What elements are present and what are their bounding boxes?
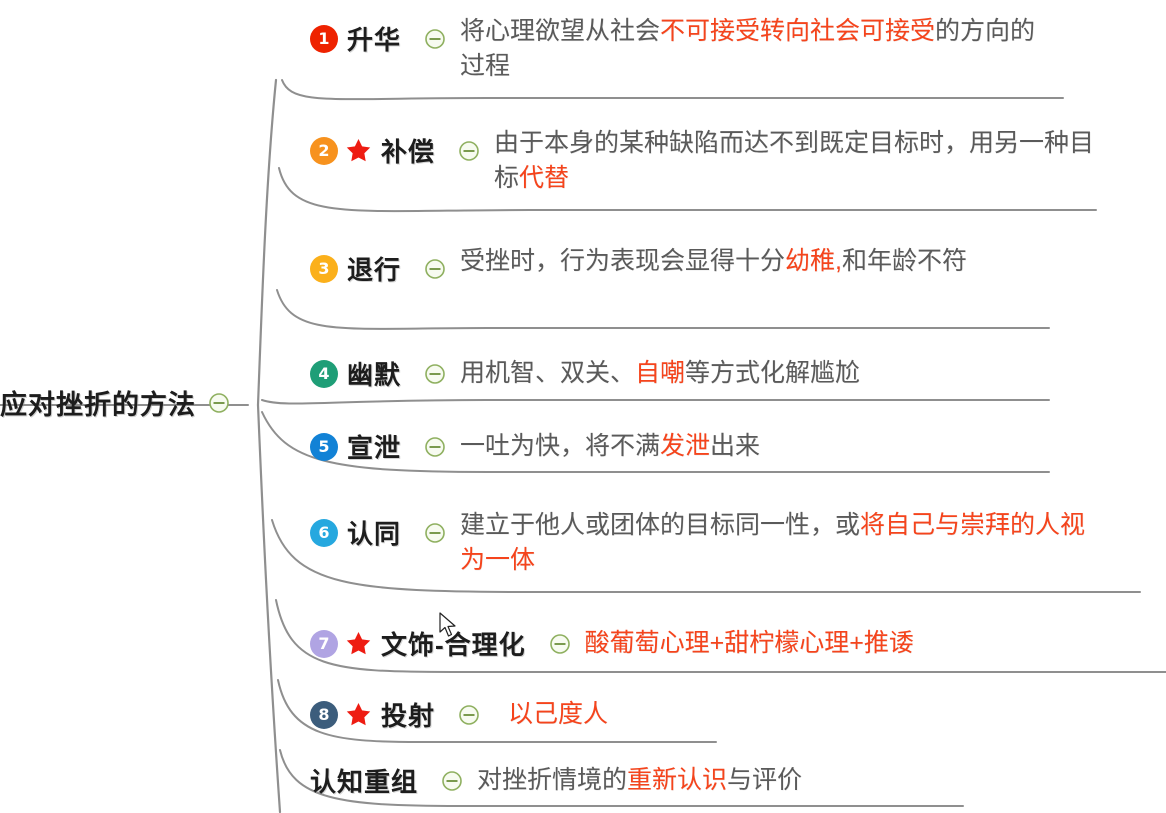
branch-node-2[interactable]: 2 补偿 由于本身的某种缺陷而达不到既定目标时，用另一种目标代替	[310, 126, 1114, 195]
node-title: 文饰-合理化	[381, 630, 526, 660]
star-icon	[345, 701, 372, 728]
desc-part-highlight: 代替	[519, 163, 570, 192]
desc-part: 对挫折情境的	[477, 766, 628, 795]
node-title: 退行	[347, 255, 402, 285]
number-badge: 7	[310, 629, 338, 658]
number-badge: 2	[310, 136, 338, 165]
number-badge: 8	[310, 700, 338, 729]
desc-part-highlight: 不可接受转向社会可接受	[660, 17, 936, 45]
branch-node-8[interactable]: 8 投射 以己度人	[310, 696, 608, 733]
minus-circle-icon[interactable]	[424, 436, 446, 458]
minus-circle-icon[interactable]	[208, 392, 230, 414]
node-title: 升华	[347, 25, 402, 55]
desc-part-highlight: 发泄	[660, 432, 711, 461]
node-description: 受挫时，行为表现会显得十分幼稚,和年龄不符	[460, 244, 1020, 279]
minus-circle-icon[interactable]	[424, 522, 446, 544]
minus-circle-icon[interactable]	[424, 258, 446, 280]
desc-part: 与评价	[727, 766, 803, 795]
number-badge: 3	[310, 254, 338, 283]
desc-part: 建立于他人或团体的目标同一性，或	[460, 511, 861, 539]
star-icon	[345, 630, 372, 657]
branch-node-1[interactable]: 1 升华 将心理欲望从社会不可接受转向社会可接受的方向的过程	[310, 14, 1040, 83]
minus-circle-icon[interactable]	[441, 770, 463, 792]
desc-part: 出来	[710, 432, 761, 461]
star-icon	[345, 137, 372, 164]
root-node-label: 应对挫折的方法	[0, 390, 196, 420]
number-badge: 5	[310, 432, 338, 461]
minus-circle-icon[interactable]	[549, 633, 571, 655]
desc-part: 受挫时，行为表现会显得十分	[460, 247, 786, 275]
node-description: 酸葡萄心理+甜柠檬心理+推诿	[584, 629, 914, 658]
branch-node-7[interactable]: 7 文饰-合理化 酸葡萄心理+甜柠檬心理+推诿	[310, 625, 914, 662]
node-description: 对挫折情境的重新认识与评价	[477, 763, 802, 798]
desc-part: 由于本身的某种缺陷而达不到既定目标时，用另一种目标	[494, 129, 1095, 192]
node-title: 认知重组	[310, 767, 419, 797]
root-node[interactable]: 应对挫折的方法	[0, 383, 230, 422]
node-description: 一吐为快，将不满发泄出来	[460, 429, 1120, 464]
node-title: 认同	[347, 519, 402, 549]
minus-circle-icon[interactable]	[458, 704, 480, 726]
desc-part-highlight: 重新认识	[627, 766, 728, 795]
number-badge: 6	[310, 518, 338, 547]
desc-part-highlight: 将自己与崇拜的人视为一体	[460, 511, 1086, 574]
node-title: 宣泄	[347, 433, 402, 463]
node-description: 将心理欲望从社会不可接受转向社会可接受的方向的过程	[460, 14, 1040, 83]
minus-circle-icon[interactable]	[458, 140, 480, 162]
branch-node-6[interactable]: 6 认同 建立于他人或团体的目标同一性，或将自己与崇拜的人视为一体	[310, 508, 1100, 577]
desc-part: 和年龄不符	[841, 247, 967, 275]
number-badge: 1	[310, 24, 338, 53]
node-title: 补偿	[381, 137, 436, 167]
node-description: 由于本身的某种缺陷而达不到既定目标时，用另一种目标代替	[494, 126, 1114, 195]
desc-part: 一吐为快，将不满	[460, 432, 661, 461]
desc-part: 等方式化解尴尬	[685, 359, 861, 388]
branch-node-4[interactable]: 4 幽默 用机智、双关、自嘲等方式化解尴尬	[310, 355, 1120, 392]
minus-circle-icon[interactable]	[424, 363, 446, 385]
branch-node-5[interactable]: 5 宣泄 一吐为快，将不满发泄出来	[310, 428, 1120, 465]
node-title: 幽默	[347, 360, 402, 390]
desc-part: 用机智、双关、	[460, 359, 636, 388]
minus-circle-icon[interactable]	[424, 28, 446, 50]
desc-part: 将心理欲望从社会	[460, 17, 661, 45]
desc-part-highlight: 幼稚,	[785, 247, 842, 275]
node-title: 投射	[381, 701, 436, 731]
branch-node-9[interactable]: 认知重组 对挫折情境的重新认识与评价	[310, 762, 802, 799]
node-description: 建立于他人或团体的目标同一性，或将自己与崇拜的人视为一体	[460, 508, 1100, 577]
number-badge: 4	[310, 359, 338, 388]
branch-node-3[interactable]: 3 退行 受挫时，行为表现会显得十分幼稚,和年龄不符	[310, 244, 1020, 287]
node-description: 以己度人	[508, 700, 609, 729]
desc-part: 的方向的过程	[460, 17, 1036, 80]
desc-part-highlight: 自嘲	[635, 359, 686, 388]
node-description: 用机智、双关、自嘲等方式化解尴尬	[460, 356, 1120, 391]
